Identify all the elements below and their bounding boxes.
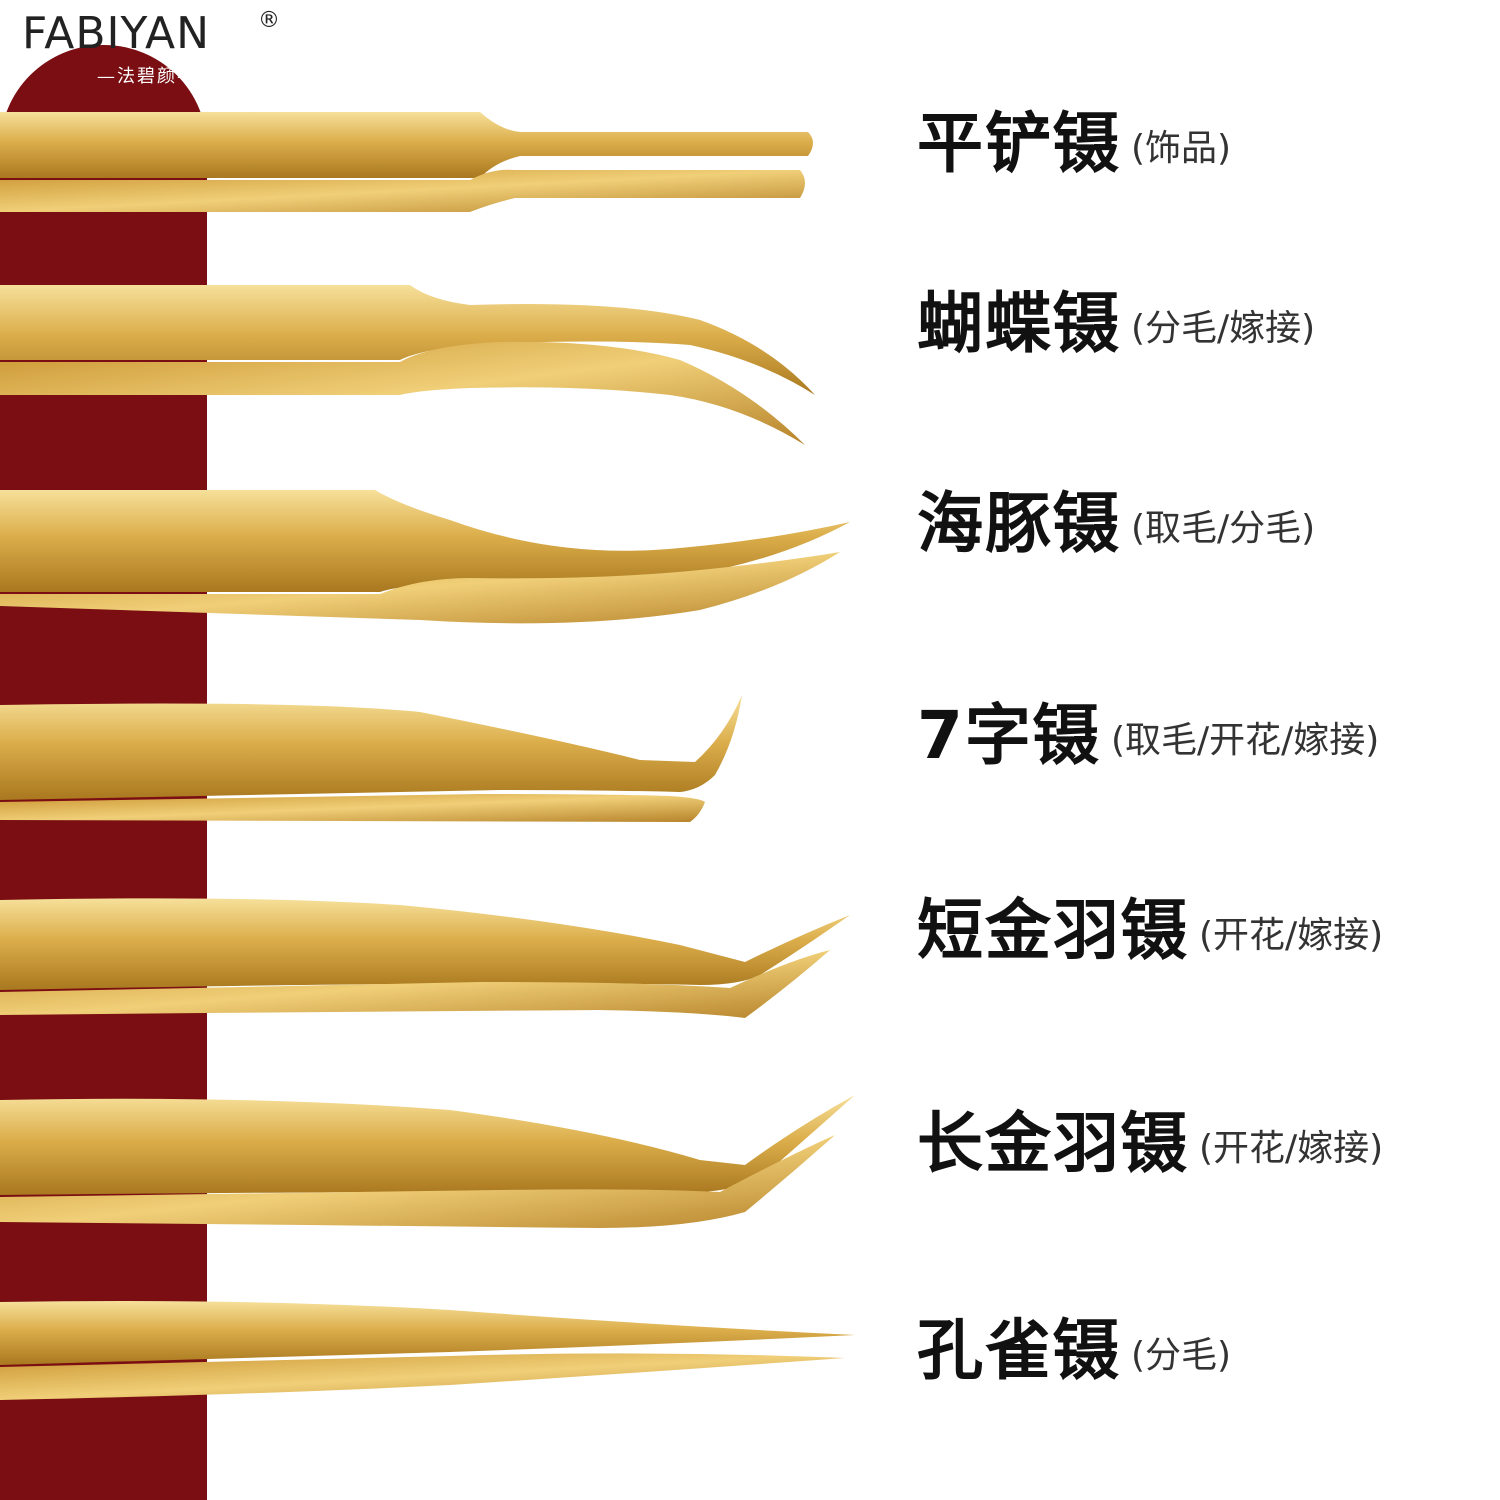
tweezer-use: (饰品) xyxy=(1131,128,1232,169)
tweezer-label: 孔雀镊 (分毛) xyxy=(917,1305,1232,1389)
short-feather-tweezers-image xyxy=(0,898,850,1018)
tweezer-label: 长金羽镊 (开花/嫁接) xyxy=(917,1098,1384,1182)
tweezer-label: 短金羽镊 (开花/嫁接) xyxy=(917,885,1384,969)
tweezer-use: (开花/嫁接) xyxy=(1199,1128,1384,1169)
long-feather-tweezers-image xyxy=(0,1095,855,1228)
tweezer-name: 蝴蝶镊 xyxy=(917,285,1121,362)
tweezer-name: 平铲镊 xyxy=(917,105,1121,182)
tweezer-label: 海豚镊 (取毛/分毛) xyxy=(917,478,1316,562)
registered-mark: ® xyxy=(258,8,280,33)
seven-tweezers-image xyxy=(0,695,742,822)
tweezer-use: (取毛/分毛) xyxy=(1131,508,1316,549)
flat-tweezers-image xyxy=(0,112,813,212)
tweezer-label: 平铲镊 (饰品) xyxy=(917,98,1232,182)
tweezer-name: 孔雀镊 xyxy=(917,1312,1121,1389)
tweezer-use: (分毛/嫁接) xyxy=(1131,308,1316,349)
tweezer-name: 短金羽镊 xyxy=(917,892,1189,969)
brand-name: FABIYAN xyxy=(22,8,211,59)
brand-subtitle: —法碧颜— xyxy=(97,66,197,87)
butterfly-tweezers-image xyxy=(0,285,815,445)
tweezer-name: 海豚镊 xyxy=(917,485,1121,562)
tweezer-use: (取毛/开花/嫁接) xyxy=(1110,720,1380,761)
peacock-tweezers-image xyxy=(0,1301,855,1400)
tweezer-use: (开花/嫁接) xyxy=(1199,915,1384,956)
brand-logo: FABIYAN ® —法碧颜— xyxy=(22,8,282,88)
tweezer-name: 7字镊 xyxy=(917,697,1101,774)
tweezer-label: 蝴蝶镊 (分毛/嫁接) xyxy=(917,278,1316,362)
tweezer-label: 7字镊 (取毛/开花/嫁接) xyxy=(917,690,1380,774)
tweezer-name: 长金羽镊 xyxy=(917,1105,1189,1182)
dolphin-tweezers-image xyxy=(0,490,850,624)
tweezer-use: (分毛) xyxy=(1131,1335,1232,1376)
